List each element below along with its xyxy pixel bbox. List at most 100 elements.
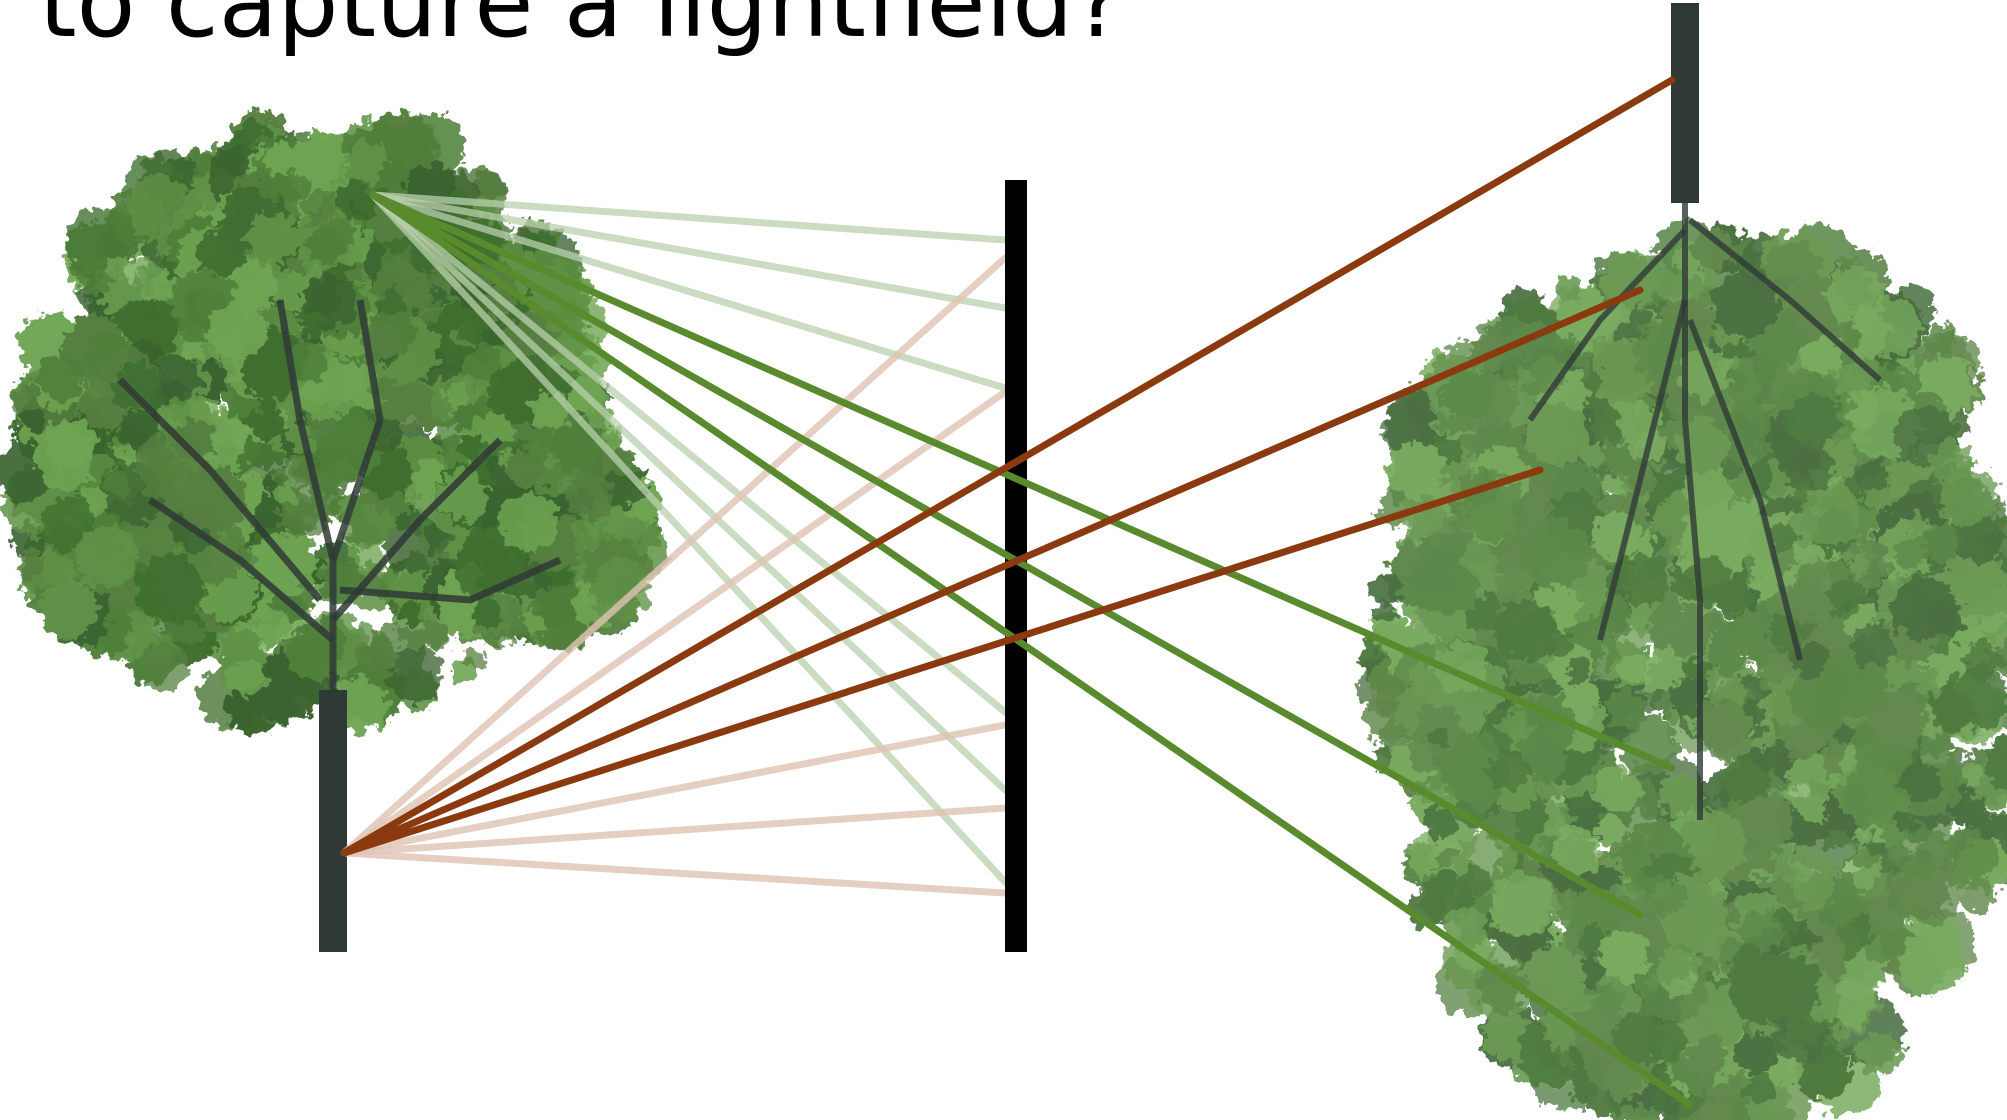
leaf-cluster xyxy=(1619,715,1679,774)
leaf-cluster xyxy=(286,340,328,382)
brown-ray xyxy=(340,466,1544,857)
leaf-cluster xyxy=(1460,542,1496,578)
leaf-cluster xyxy=(1552,826,1601,876)
leaf-cluster xyxy=(1525,401,1589,466)
leaf-cluster xyxy=(177,465,247,534)
leaf-cluster xyxy=(460,435,484,459)
brown-ray xyxy=(340,76,1676,857)
faded-brown-ray xyxy=(340,804,1009,857)
leaf-cluster xyxy=(436,470,489,523)
leaf-cluster xyxy=(522,429,555,461)
faded-green-ray xyxy=(369,191,1009,244)
leaf-cluster xyxy=(590,560,652,621)
leaf-cluster xyxy=(1423,806,1458,841)
source-foliage xyxy=(0,109,668,735)
leaf-cluster xyxy=(1566,658,1592,684)
leaf-cluster xyxy=(1438,571,1461,594)
leaf-cluster xyxy=(263,142,297,176)
faded-green-ray xyxy=(369,191,1009,716)
branch xyxy=(330,437,503,623)
leaf-cluster xyxy=(1511,695,1577,761)
branch xyxy=(1687,318,1803,661)
leaf-cluster xyxy=(1899,932,1964,997)
leaf-cluster xyxy=(1547,632,1573,658)
leaf-cluster xyxy=(1921,523,1960,562)
leaf-cluster xyxy=(1923,322,1957,357)
leaf-cluster xyxy=(1522,944,1587,1008)
leaf-cluster xyxy=(1444,905,1488,948)
inverted-tree-icon xyxy=(1358,3,2007,1120)
leaf-cluster xyxy=(138,643,189,693)
branch xyxy=(1597,299,1688,641)
leaf-cluster xyxy=(1494,599,1558,663)
leaf-cluster xyxy=(1718,651,1744,677)
leaf-cluster xyxy=(302,189,337,224)
branch xyxy=(117,377,323,603)
leaf-cluster xyxy=(1520,518,1590,589)
brown-ray xyxy=(340,286,1644,857)
leaf-cluster xyxy=(1598,439,1629,471)
pinhole-barrier-icon xyxy=(1005,180,1027,952)
leaf-cluster xyxy=(1742,909,1784,951)
leaf-cluster xyxy=(388,646,444,703)
leaf-cluster xyxy=(1843,758,1914,830)
leaf-cluster xyxy=(1461,864,1494,897)
leaf-cluster xyxy=(1938,467,1998,526)
leaf-cluster xyxy=(123,300,179,355)
image-branches xyxy=(1527,200,1882,820)
leaf-cluster xyxy=(1962,881,1995,914)
bold-rays xyxy=(340,76,1694,1109)
leaf-cluster xyxy=(1790,924,1818,952)
green-ray xyxy=(369,191,1694,1109)
leaf-cluster xyxy=(365,637,399,672)
leaf-cluster xyxy=(602,427,623,448)
leaf-cluster xyxy=(1825,265,1884,325)
leaf-cluster xyxy=(33,428,95,491)
leaf-cluster xyxy=(1743,700,1767,725)
leaf-cluster xyxy=(1827,579,1866,618)
green-ray xyxy=(369,191,1644,919)
leaf-cluster xyxy=(523,612,547,636)
branch xyxy=(339,556,562,604)
leaf-cluster xyxy=(1787,391,1840,445)
leaf-cluster xyxy=(196,229,244,276)
leaf-cluster xyxy=(1735,1033,1776,1074)
leaf-cluster xyxy=(167,396,192,421)
leaf-cluster xyxy=(396,113,466,183)
leaf-cluster xyxy=(1905,511,1926,533)
leaf-cluster xyxy=(1430,725,1452,747)
leaf-cluster xyxy=(1579,442,1606,469)
leaf-cluster xyxy=(343,141,386,184)
leaf-cluster xyxy=(553,418,606,471)
leaf-cluster xyxy=(136,555,205,624)
faded-green-ray xyxy=(369,191,1009,312)
leaf-cluster xyxy=(1387,442,1445,501)
leaf-cluster xyxy=(1660,772,1704,816)
leaf-cluster xyxy=(1613,1012,1664,1064)
leaf-cluster xyxy=(1724,1071,1751,1099)
source-trunk xyxy=(319,690,347,952)
leaf-cluster xyxy=(1685,1038,1727,1080)
leaf-cluster xyxy=(1800,335,1843,378)
leaf-cluster xyxy=(1593,765,1641,813)
leaf-cluster xyxy=(1789,1012,1824,1047)
leaf-cluster xyxy=(1894,811,1917,834)
leaf-cluster xyxy=(379,288,406,315)
green-ray xyxy=(369,191,1676,772)
leaf-cluster xyxy=(1723,757,1770,804)
faded-rays xyxy=(340,191,1009,897)
leaf-cluster xyxy=(1720,677,1747,704)
leaf-cluster xyxy=(1930,690,1973,733)
leaf-cluster xyxy=(292,131,346,185)
leaf-cluster xyxy=(1369,573,1403,607)
leaf-cluster xyxy=(1435,847,1457,869)
leaf-cluster xyxy=(320,218,355,252)
leaf-cluster xyxy=(103,467,132,496)
leaf-cluster xyxy=(270,480,297,507)
leaf-cluster xyxy=(1636,648,1683,694)
branch xyxy=(1527,227,1688,422)
leaf-cluster xyxy=(303,620,346,663)
leaf-cluster xyxy=(498,491,561,553)
leaf-cluster xyxy=(1891,577,1957,644)
leaf-cluster xyxy=(1850,555,1873,578)
